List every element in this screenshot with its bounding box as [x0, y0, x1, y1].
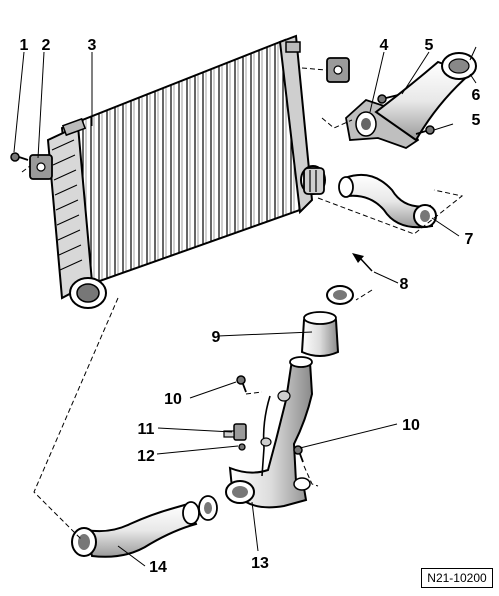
callout-1: 1 [20, 37, 29, 54]
charge-air-cooler [46, 34, 326, 309]
callout-12: 12 [137, 448, 155, 465]
callout-13: 13 [251, 555, 269, 572]
bolt-12 [238, 443, 246, 451]
callout-8: 8 [400, 276, 409, 293]
pressure-sensor [223, 423, 247, 441]
hose-clamp-9 [300, 285, 354, 357]
callout-10-left: 10 [164, 391, 182, 408]
callout-14: 14 [149, 559, 167, 576]
rubber-mount-left [29, 154, 53, 180]
air-intake-pipe [374, 52, 477, 142]
rubber-mount-right [326, 57, 350, 83]
bolt-1 [10, 152, 29, 162]
callout-11: 11 [138, 421, 155, 438]
callout-7: 7 [465, 231, 474, 248]
callout-leaders [13, 46, 477, 567]
charge-air-hose-lower [71, 501, 200, 558]
callout-6: 6 [472, 87, 481, 104]
assembly-guide-lines [21, 67, 464, 541]
charge-air-pipe [225, 356, 314, 509]
callout-labels: 1 2 3 4 5 5 6 7 8 9 10 10 11 12 13 14 [20, 37, 481, 576]
bolt-5-upper [377, 94, 399, 104]
callout-5-upper: 5 [425, 37, 434, 54]
callout-9: 9 [212, 329, 221, 346]
callout-4: 4 [380, 37, 389, 54]
callout-2: 2 [42, 37, 51, 54]
flow-arrow [352, 253, 373, 272]
bolt-10-left [236, 375, 247, 393]
figure-reference-number: N21-10200 [421, 568, 493, 588]
callout-5-lower: 5 [472, 112, 481, 129]
callout-10-right: 10 [402, 417, 420, 434]
clamp-small [198, 495, 218, 521]
callout-3: 3 [88, 37, 97, 54]
charge-air-hose-upper [303, 167, 437, 229]
